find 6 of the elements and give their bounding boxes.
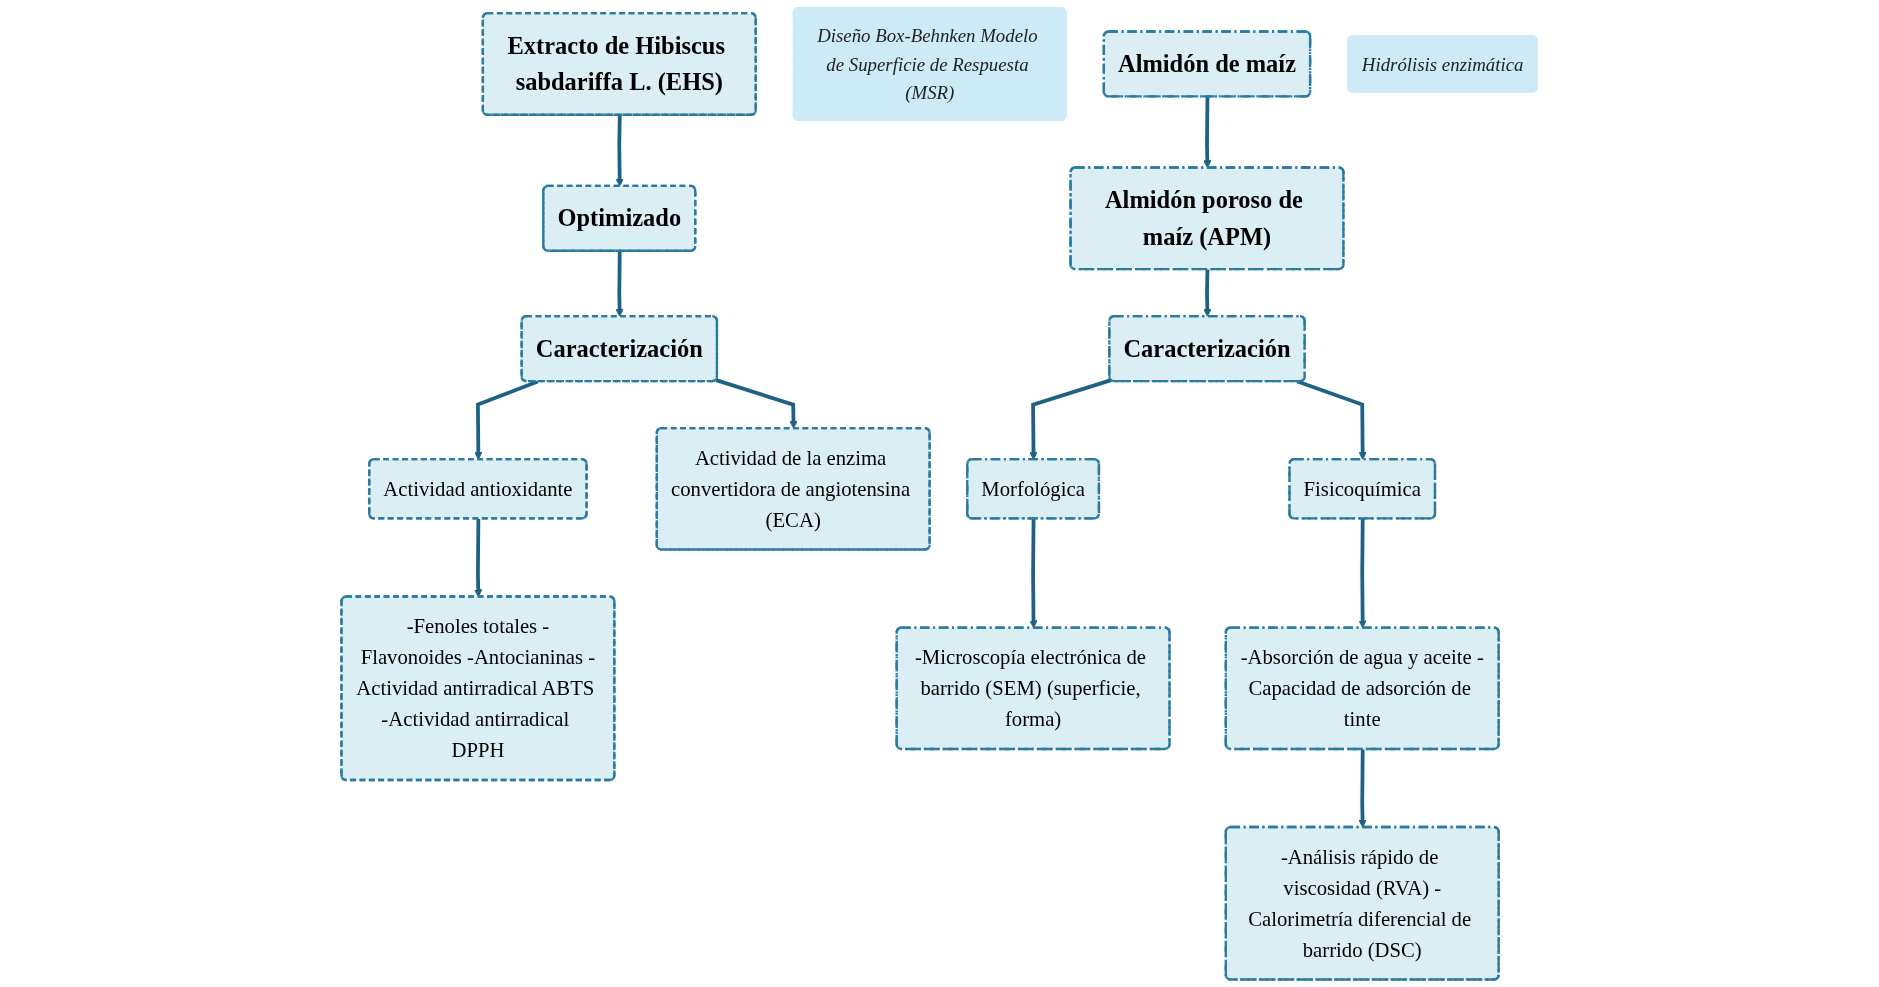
arrow — [1296, 379, 1367, 460]
arrow — [715, 378, 798, 429]
arrow — [615, 251, 624, 317]
arrow — [1203, 269, 1212, 317]
arrow — [1029, 378, 1112, 460]
arrow — [1358, 749, 1367, 828]
